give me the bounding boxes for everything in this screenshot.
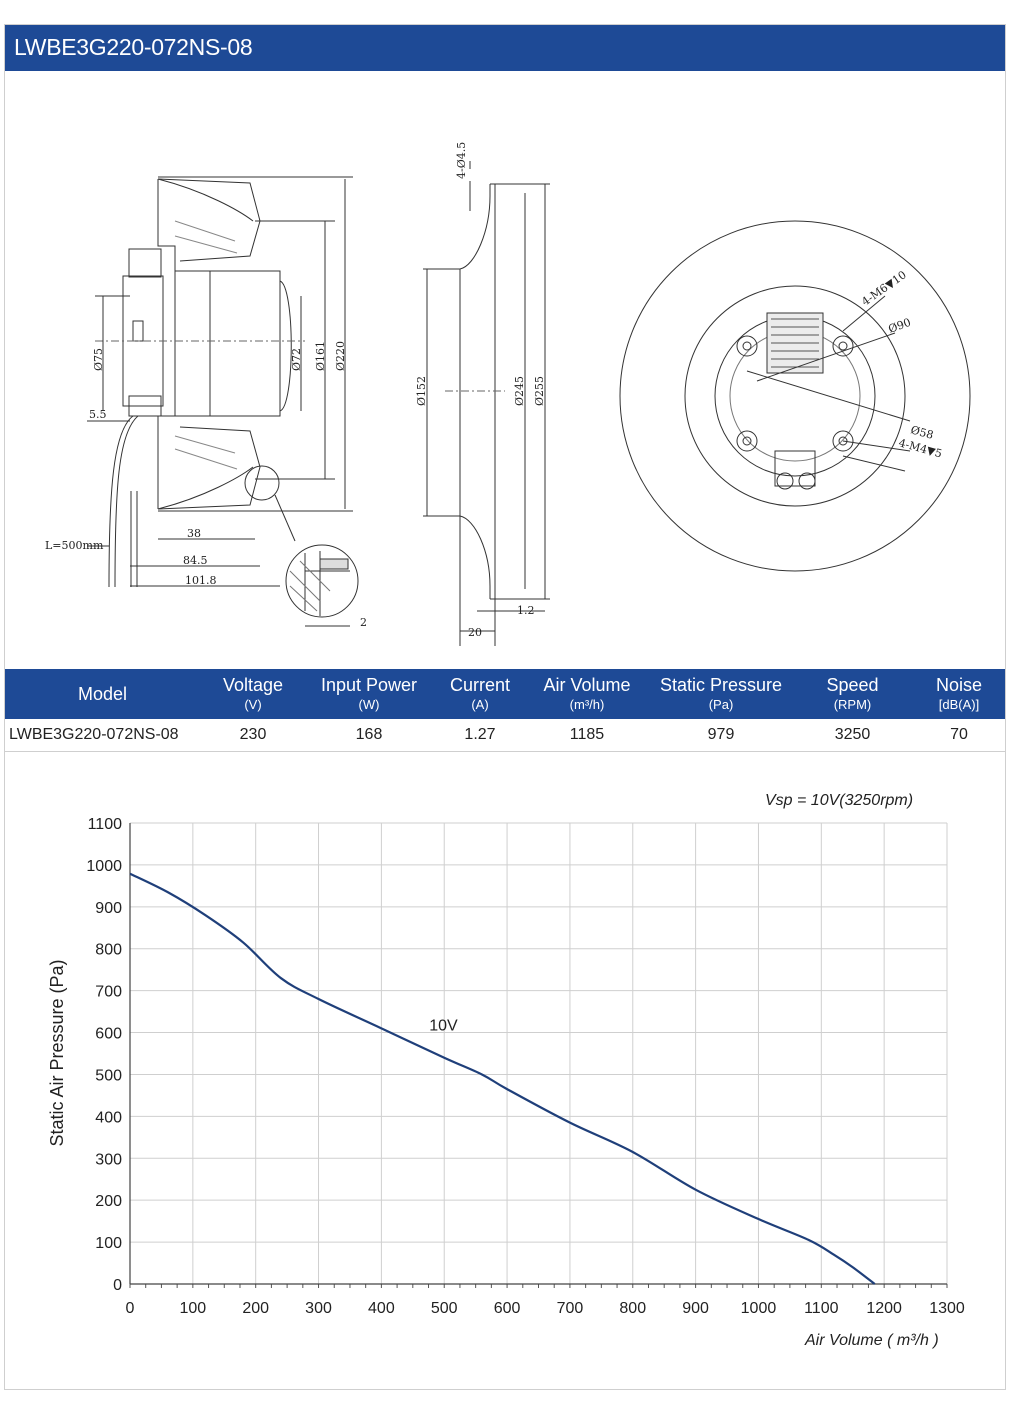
y-tick-label: 500 (95, 1067, 122, 1084)
chart-title: Vsp = 10V(3250rpm) (765, 792, 913, 809)
dim-101-8: 101.8 (185, 574, 217, 587)
dim-20: 20 (468, 626, 482, 639)
y-tick-label: 200 (95, 1193, 122, 1210)
dim-1-2: 1.2 (517, 604, 535, 617)
dim-d245: Ø245 (513, 376, 526, 406)
cell-static-pressure: 979 (707, 726, 735, 743)
page-title: LWBE3G220-072NS-08 (14, 34, 253, 60)
dim-m4: 4-M4▼5 (897, 436, 943, 460)
x-tick-label: 1200 (866, 1300, 902, 1317)
cell-input-power: 168 (355, 726, 383, 743)
x-tick-label: 1000 (741, 1300, 777, 1317)
dim-38: 38 (187, 527, 201, 540)
x-tick-label: 0 (126, 1300, 135, 1317)
dim-d161: Ø161 (314, 341, 327, 371)
series-label-10v: 10V (429, 1018, 458, 1035)
dim-d75: Ø75 (92, 348, 105, 371)
x-tick-label: 1100 (804, 1300, 839, 1317)
header-speed: Speed(RPM) (826, 675, 879, 712)
cell-voltage: 230 (239, 726, 267, 743)
spec-table-row: LWBE3G220-072NS-08 230 168 1.27 1185 979… (5, 719, 1005, 752)
x-tick-label: 500 (431, 1300, 458, 1317)
y-tick-label: 100 (95, 1235, 122, 1252)
x-axis-label: Air Volume ( m³/h ) (804, 1332, 939, 1349)
header-input-power: Input Power(W) (320, 675, 418, 712)
header-static-pressure: Static Pressure(Pa) (659, 675, 783, 712)
cell-noise: 70 (950, 726, 968, 743)
inlet-ring-drawing (423, 161, 550, 646)
x-tick-label: 100 (179, 1300, 206, 1317)
x-tick-label: 700 (557, 1300, 584, 1317)
drawings-svg: Ø75 Ø72 Ø161 Ø220 5.5 L=500mm 38 84.5 10… (45, 142, 971, 646)
side-view-drawing (87, 176, 359, 627)
y-tick-label: 0 (113, 1277, 122, 1294)
x-tick-label: 400 (368, 1300, 395, 1317)
dim-5-5: 5.5 (89, 408, 107, 421)
x-tick-label: 1300 (929, 1300, 965, 1317)
dim-d58: Ø58 (909, 423, 935, 442)
cell-model: LWBE3G220-072NS-08 (9, 726, 179, 743)
series-line-10v (129, 872, 876, 1285)
y-tick-label: 900 (95, 900, 122, 917)
spec-table-header: Model Voltage(V) Input Power(W) Current(… (5, 669, 1005, 719)
front-view-drawing (619, 220, 971, 572)
header-model: Model (77, 684, 128, 704)
dim-m6: 4-M6▼10 (859, 268, 909, 308)
dim-d220: Ø220 (334, 341, 347, 371)
y-tick-label: 1100 (88, 816, 123, 833)
cell-current: 1.27 (464, 726, 496, 743)
y-tick-label: 700 (95, 984, 122, 1001)
y-tick-label: 800 (95, 942, 122, 959)
x-tick-label: 200 (242, 1300, 269, 1317)
cell-speed: 3250 (834, 726, 871, 743)
y-tick-label: 300 (95, 1151, 122, 1168)
dim-d255: Ø255 (533, 376, 546, 406)
y-tick-label: 1000 (86, 858, 122, 875)
header-voltage: Voltage(V) (222, 675, 284, 712)
cell-air-volume: 1185 (569, 726, 605, 743)
x-tick-label: 300 (305, 1300, 332, 1317)
y-tick-label: 600 (95, 1026, 122, 1043)
dim-d72: Ø72 (290, 348, 303, 371)
spec-table: Model Voltage(V) Input Power(W) Current(… (5, 669, 1005, 752)
header-current: Current(A) (449, 675, 511, 712)
dim-holes: 4-Ø4.5 (455, 142, 468, 179)
dim-d152: Ø152 (415, 376, 428, 406)
title-bar: LWBE3G220-072NS-08 (5, 25, 1005, 71)
x-tick-label: 800 (619, 1300, 646, 1317)
dim-2: 2 (360, 616, 367, 629)
dim-d90: Ø90 (887, 316, 913, 336)
header-noise: Noise[dB(A)] (935, 675, 983, 712)
y-axis-label: Static Air Pressure (Pa) (47, 959, 67, 1146)
header-air-volume: Air Volume(m³/h) (543, 675, 631, 712)
x-tick-label: 900 (682, 1300, 709, 1317)
datasheet: LWBE3G220-072NS-08 (4, 24, 1006, 1390)
dim-cable-length: L=500mm (45, 539, 104, 552)
y-tick-label: 400 (95, 1109, 122, 1126)
x-tick-label: 600 (494, 1300, 521, 1317)
dim-84-5: 84.5 (183, 554, 208, 567)
technical-drawings: Ø75 Ø72 Ø161 Ø220 5.5 L=500mm 38 84.5 10… (5, 71, 1005, 669)
